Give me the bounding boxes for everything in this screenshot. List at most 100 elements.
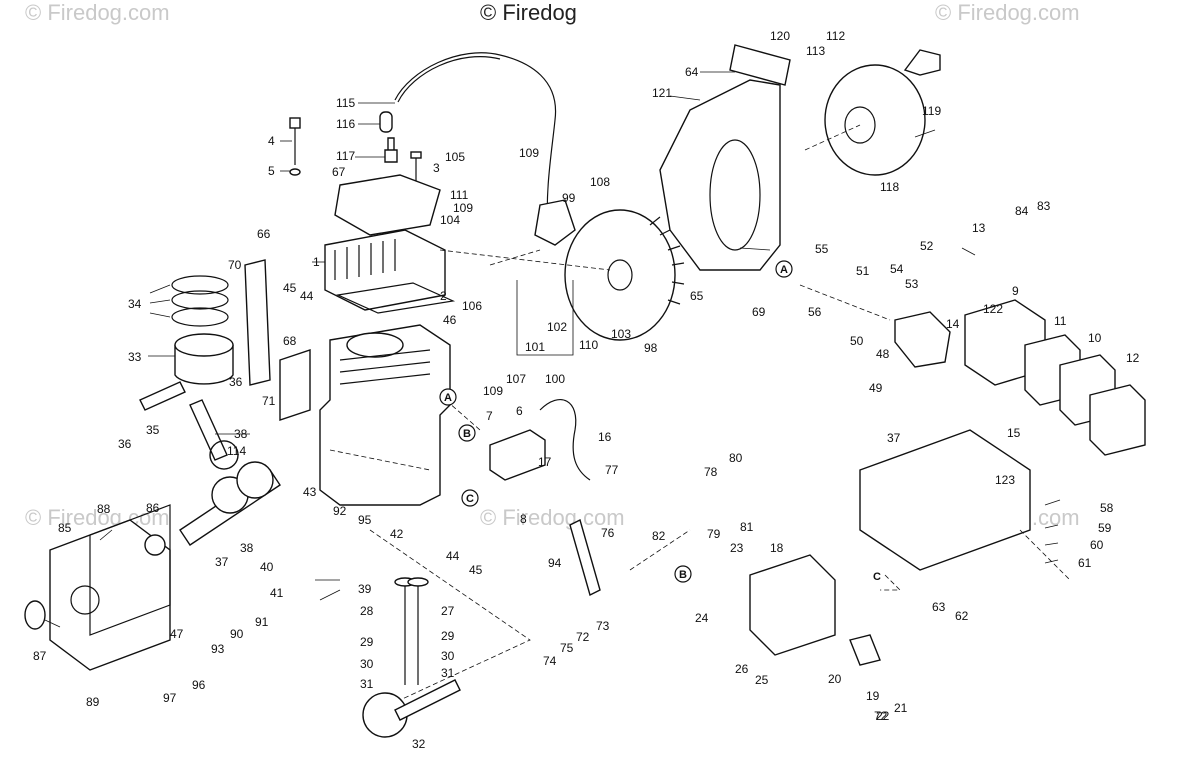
spark-plug-wire xyxy=(394,52,557,231)
label-121: 121 xyxy=(652,86,672,100)
label-60: 60 xyxy=(1090,538,1104,552)
label-20: 20 xyxy=(828,672,842,686)
label-41: 41 xyxy=(270,586,284,600)
label-38a: 38 xyxy=(234,427,248,441)
label-36a: 36 xyxy=(229,375,243,389)
label-47: 47 xyxy=(170,627,184,641)
label-69: 69 xyxy=(752,305,766,319)
label-110: 110 xyxy=(579,338,598,352)
part-labels: 1 2 3 4 5 6 7 8 9 10 11 12 13 14 15 16 1… xyxy=(33,29,1140,751)
label-93: 93 xyxy=(211,642,225,656)
label-84: 84 xyxy=(1015,204,1029,218)
label-67: 67 xyxy=(332,165,346,179)
plug-cap xyxy=(379,111,393,133)
label-99: 99 xyxy=(562,191,576,205)
label-49: 49 xyxy=(869,381,883,395)
label-104: 104 xyxy=(440,213,460,227)
label-102: 102 xyxy=(547,320,567,334)
label-25: 25 xyxy=(755,673,769,687)
label-5: 5 xyxy=(268,164,275,178)
label-21: 21 xyxy=(894,701,908,715)
watermark-top-left: © Firedog.com xyxy=(25,0,170,25)
blower-housing xyxy=(659,79,781,271)
label-1: 1 xyxy=(313,255,320,269)
label-65: 65 xyxy=(690,289,704,303)
label-68: 68 xyxy=(283,334,297,348)
label-106: 106 xyxy=(462,299,482,313)
label-97: 97 xyxy=(163,691,177,705)
label-36b: 36 xyxy=(118,437,132,451)
ref-marker-b-2-text: B xyxy=(679,569,687,581)
label-42: 42 xyxy=(390,527,404,541)
head-gasket xyxy=(335,282,456,314)
label-4: 4 xyxy=(268,134,275,148)
label-12: 12 xyxy=(1126,351,1140,365)
label-94: 94 xyxy=(548,556,562,570)
label-66: 66 xyxy=(257,227,271,241)
label-115: 115 xyxy=(336,96,355,110)
label-109c: 109 xyxy=(483,384,503,398)
label-13: 13 xyxy=(972,221,986,235)
label-28: 28 xyxy=(360,604,374,618)
muffler xyxy=(749,554,836,656)
parts-drawing xyxy=(24,44,1146,738)
label-79: 79 xyxy=(707,527,721,541)
label-19: 19 xyxy=(866,689,880,703)
label-26: 26 xyxy=(735,662,749,676)
flywheel xyxy=(564,209,676,341)
label-105: 105 xyxy=(445,150,465,164)
label-29b: 29 xyxy=(441,629,455,643)
label-31b: 31 xyxy=(441,666,455,680)
label-101: 101 xyxy=(525,340,545,354)
label-87: 87 xyxy=(33,649,47,663)
label-72b: 72 xyxy=(874,709,888,723)
label-86: 86 xyxy=(146,501,160,515)
label-32: 32 xyxy=(412,737,426,751)
label-50: 50 xyxy=(850,334,864,348)
ref-marker-c-1-text: C xyxy=(466,493,474,505)
label-31a: 31 xyxy=(360,677,374,691)
ref-marker-c-2-text: C xyxy=(873,571,881,583)
cylinder-block xyxy=(319,324,451,506)
label-58: 58 xyxy=(1100,501,1114,515)
ref-marker-a-2-text: A xyxy=(780,264,788,276)
label-113: 113 xyxy=(806,44,825,58)
label-122: 122 xyxy=(983,302,1003,316)
label-37a: 37 xyxy=(215,555,229,569)
label-85: 85 xyxy=(58,521,72,535)
watermark-mid-center: © Firedog.com xyxy=(480,505,625,530)
label-24: 24 xyxy=(695,611,709,625)
label-53: 53 xyxy=(905,277,919,291)
label-39: 39 xyxy=(358,582,372,596)
ref-marker-b-1-text: B xyxy=(463,428,471,440)
label-71: 71 xyxy=(262,394,276,408)
label-120: 120 xyxy=(770,29,790,43)
label-117: 117 xyxy=(336,149,355,163)
label-108: 108 xyxy=(590,175,610,189)
label-113-alt: 114 xyxy=(227,444,246,458)
label-76: 76 xyxy=(601,526,615,540)
label-109a: 109 xyxy=(519,146,539,160)
group-bracket-100 xyxy=(516,280,574,356)
label-48: 48 xyxy=(876,347,890,361)
ref-marker-b-2 xyxy=(674,565,692,583)
label-37b: 37 xyxy=(887,431,901,445)
label-100: 100 xyxy=(545,372,565,386)
label-44b: 44 xyxy=(446,549,460,563)
label-73: 73 xyxy=(596,619,610,633)
label-30b: 30 xyxy=(441,649,455,663)
label-46: 46 xyxy=(443,313,457,327)
label-88: 88 xyxy=(97,502,111,516)
label-89: 89 xyxy=(86,695,100,709)
label-2: 2 xyxy=(440,289,447,303)
label-54: 54 xyxy=(890,262,904,276)
label-116: 116 xyxy=(336,117,355,131)
label-7: 7 xyxy=(486,409,493,423)
guide-lines xyxy=(329,124,1071,701)
label-103: 103 xyxy=(611,327,631,341)
label-77: 77 xyxy=(605,463,619,477)
label-11: 11 xyxy=(1054,314,1067,328)
label-55: 55 xyxy=(815,242,829,256)
head-cover xyxy=(334,174,441,236)
label-45a: 45 xyxy=(283,281,297,295)
